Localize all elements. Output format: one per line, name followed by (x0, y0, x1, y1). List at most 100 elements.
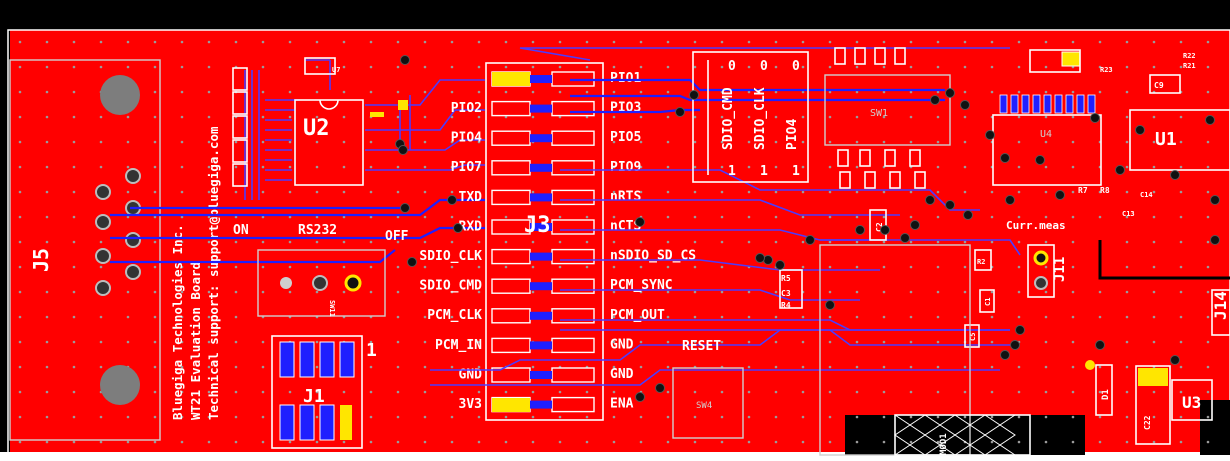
j3-right-pin-label: PCM_OUT (610, 308, 665, 323)
j3-right-pin-label: GND (610, 367, 634, 382)
u2-chip: U2 (294, 99, 384, 186)
j11-outline (1027, 244, 1055, 298)
module-keepout (845, 415, 1085, 455)
u2-pad (370, 112, 384, 117)
svg-text:R7: R7 (1078, 186, 1088, 195)
j3-left-pin-label: PIO4 (451, 131, 482, 146)
rs232-off-label: OFF (385, 229, 409, 244)
j5-pin (95, 214, 111, 230)
j5-pin (125, 232, 141, 248)
svg-text:C3: C3 (781, 289, 791, 298)
j3-left-pin-label: TXD (459, 190, 483, 205)
svg-text:R4: R4 (781, 301, 791, 310)
u1-chip: U1 (1129, 109, 1230, 171)
j3-3v3-pad (492, 398, 530, 412)
left-cap-column: U7 (232, 57, 408, 187)
company-line-3: Technical support: support@bluegiga.com (206, 126, 221, 420)
j1-label: J1 (303, 386, 325, 407)
u2-label: U2 (303, 116, 330, 141)
j3-left-pin-label: SDIO_CMD (419, 279, 482, 294)
u2-notch (319, 99, 339, 110)
svg-text:C13: C13 (1122, 210, 1135, 218)
u7-label: U7 (332, 66, 340, 74)
j5-pin (125, 264, 141, 280)
company-line-2: WT21 Evaluation Board (188, 262, 203, 420)
svg-text:C5: C5 (969, 333, 977, 341)
j3-left-pin-label: RXD (459, 219, 483, 234)
j3-right-pin-label: nRTS (610, 189, 641, 204)
j3-right-pin-label: PCM_SYNC (610, 278, 673, 293)
corner-keepout (1200, 400, 1230, 455)
switch-top-value: 0 (792, 59, 800, 74)
company-line-1: Bluegiga Technologies Inc. (170, 224, 185, 420)
switch-signal-label: SDIO_CMD (721, 87, 736, 150)
j3-right-traces (430, 47, 1021, 386)
u3-label: U3 (1182, 393, 1201, 412)
j14-label: J14 (1211, 291, 1230, 320)
sw11-label: SW11 (328, 300, 336, 317)
j1-outline (271, 335, 363, 449)
u1-outline (1129, 109, 1230, 171)
j3-pin1-pad (492, 72, 530, 86)
j3-left-pin-label: PCM_CLK (427, 308, 482, 323)
reset-label: RESET (682, 339, 721, 354)
vias (395, 55, 1220, 402)
j3-outline (485, 62, 604, 421)
u4-outline (992, 114, 1102, 186)
svg-text:C22: C22 (1143, 415, 1152, 430)
u2-outline (294, 99, 364, 186)
j3-left-pin-label: SDIO_CLK (419, 249, 482, 264)
j3-left-pin-label: PIO7 (451, 160, 482, 175)
j14-outline (1211, 289, 1230, 336)
j3-left-pin-label: PIO2 (451, 101, 482, 116)
j3-label: J3 (524, 213, 551, 238)
switch-signal-label: SDIO_CLK (753, 87, 768, 150)
switch-top-value: 0 (728, 59, 736, 74)
j11-label: J11 (1052, 257, 1068, 282)
svg-text:R23: R23 (1100, 66, 1113, 74)
svg-text:R5: R5 (781, 274, 791, 283)
sw1-switch: SW1 (824, 47, 951, 189)
j3-right-pin-label: PIO5 (610, 130, 641, 145)
company-silkscreen: Bluegiga Technologies Inc. WT21 Evaluati… (170, 126, 221, 420)
j3-right-pin-label: GND (610, 337, 634, 352)
switch-block-outline (692, 51, 809, 183)
j1-pin1-label: 1 (366, 340, 377, 361)
mod1-label: MOD1 (939, 433, 949, 455)
u4-chip: U4 (992, 94, 1102, 186)
switch-signal-label: PIO4 (785, 119, 800, 150)
switch-top-value: 0 (760, 59, 768, 74)
j5-mount-hole-top (100, 75, 140, 115)
curr-meas-label: Curr.meas (1006, 219, 1066, 232)
svg-text:R8: R8 (1100, 186, 1110, 195)
rs232-section: ON RS232 OFF SW11 (233, 223, 409, 317)
j3-right-pin-label: ENA (610, 397, 634, 412)
sw4-label: SW4 (696, 401, 712, 411)
j5-pin (125, 168, 141, 184)
j3-right-pin-label: nSDIO_SD_CS (610, 249, 696, 264)
j5-pin (95, 184, 111, 200)
rs232-on-label: ON (233, 223, 249, 238)
j3-left-pin-label: 3V3 (459, 397, 482, 412)
canvas-bottom-strip (0, 452, 1230, 461)
svg-text:C2: C2 (875, 222, 884, 232)
svg-text:C9: C9 (1154, 81, 1164, 90)
svg-text:R21: R21 (1183, 62, 1196, 70)
j5-mount-hole-bottom (100, 365, 140, 405)
u1-label: U1 (1155, 129, 1177, 150)
svg-text:R2: R2 (977, 258, 985, 266)
j5-pin (95, 248, 111, 264)
j1-connector: J1 1 (271, 335, 377, 449)
switch-bottom-value: 1 (728, 164, 736, 179)
rs232-label: RS232 (298, 223, 337, 238)
svg-text:D1: D1 (1101, 389, 1111, 400)
j3-right-pin-label: PIO1 (610, 71, 641, 86)
j3-right-pin-label: PIO3 (610, 101, 641, 116)
j3-right-pin-label: PIO9 (610, 160, 641, 175)
svg-text:C14: C14 (1140, 191, 1153, 199)
reset-switch: RESET SW4 (672, 339, 744, 439)
